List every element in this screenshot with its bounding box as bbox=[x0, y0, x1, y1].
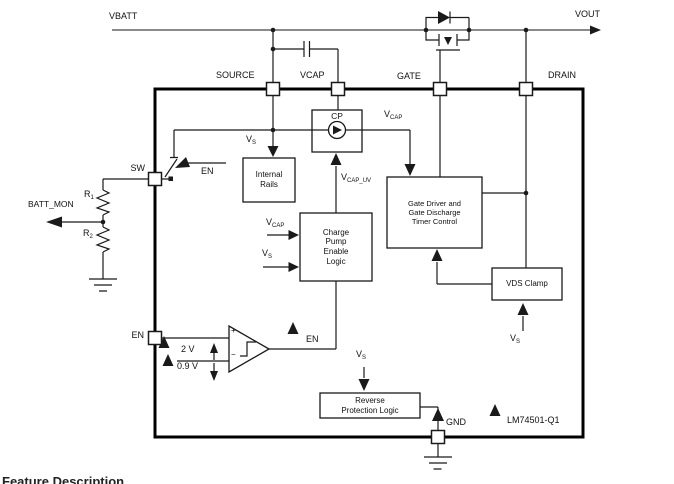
gnd-riser-arrow bbox=[432, 408, 444, 421]
sw-pin bbox=[147, 171, 163, 187]
body-diode-icon bbox=[438, 11, 450, 24]
gnd-label: GND bbox=[446, 417, 466, 427]
vs-vds-clamp-label: VS bbox=[510, 333, 521, 345]
batt-mon-label: BATT_MON bbox=[28, 199, 74, 209]
vcap-pin bbox=[330, 81, 346, 97]
rising-threshold-arrow bbox=[210, 343, 218, 353]
resistor-r1-icon bbox=[95, 189, 111, 216]
vcap-pin-label: VCAP bbox=[300, 70, 325, 80]
block-reverse-protection-logic: Reverse Protection Logic bbox=[341, 395, 399, 415]
junction-dots bbox=[100, 27, 529, 225]
block-outlines bbox=[242, 109, 563, 419]
vcap-input-label: VCAP bbox=[266, 217, 285, 229]
en-output-label: EN bbox=[306, 334, 319, 344]
en-pin bbox=[147, 330, 163, 346]
en-pin-arrow-2 bbox=[162, 354, 174, 366]
comparator-minus-label: − bbox=[231, 350, 236, 359]
rising-threshold-label: 2 V bbox=[181, 344, 195, 354]
block-charge-pump-enable-logic: Charge Pump Enable Logic bbox=[322, 227, 350, 266]
gate-pin-label: GATE bbox=[397, 71, 421, 81]
resistor-r2-icon bbox=[95, 226, 111, 253]
charge-pump-box bbox=[299, 212, 373, 282]
r2-label: R2 bbox=[83, 228, 93, 240]
vout-label: VOUT bbox=[575, 9, 601, 19]
gnd-pin bbox=[430, 429, 446, 445]
vout-arrow bbox=[590, 25, 601, 35]
ground-icon-left bbox=[89, 278, 117, 292]
falling-threshold-label: 0.9 V bbox=[177, 361, 199, 371]
comparator-icon bbox=[228, 324, 271, 374]
vs-reverse-protection-label: VS bbox=[356, 349, 367, 361]
en-switch-label: EN bbox=[201, 166, 214, 176]
sw-pin-label: SW bbox=[130, 163, 146, 173]
falling-threshold-arrow bbox=[210, 371, 218, 381]
source-pin bbox=[265, 81, 281, 97]
block-vds-clamp: VDS Clamp bbox=[506, 279, 548, 289]
cp-box bbox=[311, 109, 363, 153]
en-output-arrow bbox=[287, 322, 299, 334]
source-pin-label: SOURCE bbox=[216, 70, 255, 80]
vds-clamp-feedback-arrow bbox=[431, 249, 443, 261]
vs-top-label: VS bbox=[246, 134, 257, 146]
drain-pin-label: DRAIN bbox=[548, 70, 577, 80]
vs-input-label: VS bbox=[262, 248, 273, 260]
gate-driver-box bbox=[386, 176, 483, 249]
vs-vds-clamp-arrow bbox=[517, 303, 529, 315]
vs-reverse-protection-arrow bbox=[358, 379, 370, 391]
wires bbox=[62, 11, 590, 470]
vcap-charge-pump-arrow bbox=[288, 230, 299, 240]
vds-clamp-box bbox=[491, 267, 563, 301]
ground-icon-bottom bbox=[424, 443, 452, 470]
hysteresis-icon bbox=[240, 341, 256, 357]
drain-pin bbox=[518, 81, 534, 97]
vcap-output-label: VCAP bbox=[384, 109, 403, 121]
batt-mon-arrow bbox=[46, 216, 62, 228]
comparator-plus-label: + bbox=[231, 326, 236, 335]
en-pin-label: EN bbox=[131, 330, 144, 340]
block-gate-driver: Gate Driver and Gate Discharge Timer Con… bbox=[408, 198, 461, 227]
pin-squares bbox=[147, 81, 534, 445]
reverse-protection-box bbox=[319, 392, 421, 419]
r1-label: R1 bbox=[84, 189, 94, 201]
clipped-footer-text: Feature Description bbox=[2, 474, 125, 484]
block-cp-label: CP bbox=[331, 111, 343, 121]
vs-charge-pump-arrow bbox=[288, 262, 299, 272]
vs-internal-rails-arrow bbox=[267, 146, 279, 157]
part-number-label: LM74501-Q1 bbox=[507, 415, 560, 425]
block-internal-rails: Internal Rails bbox=[255, 170, 283, 189]
vcap-gate-driver-arrow bbox=[404, 164, 416, 176]
mosfet-body-arrow-icon bbox=[444, 37, 452, 45]
current-source-arrow-icon bbox=[333, 125, 342, 135]
vcap-uv-arrow bbox=[330, 153, 342, 165]
internal-rails-box bbox=[242, 157, 296, 203]
switch-contact-icon bbox=[168, 176, 173, 181]
vcap-uv-label: VCAP_UV bbox=[341, 172, 372, 184]
en-switch-arrow-icon bbox=[175, 157, 190, 168]
gate-pin bbox=[432, 81, 448, 97]
symbols bbox=[168, 11, 452, 374]
part-label-arrow bbox=[489, 404, 501, 416]
vbatt-label: VBATT bbox=[109, 11, 138, 21]
